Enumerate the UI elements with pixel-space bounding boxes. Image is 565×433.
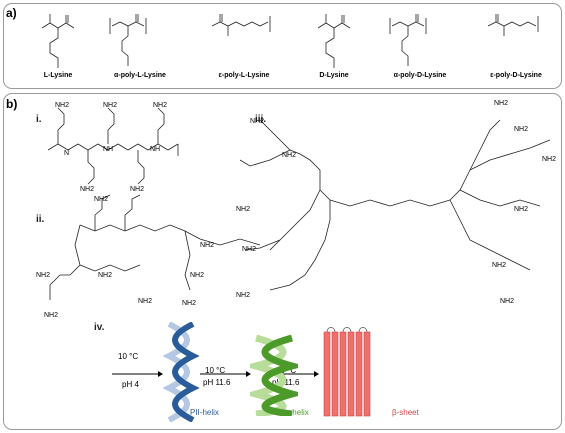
- atom-label-iii-nh2-3: NH2: [236, 206, 251, 213]
- atom-label-iii-nh2-11: NH2: [500, 298, 515, 305]
- beta-strand-4: [347, 331, 355, 417]
- alpha-poly-l-lysine-structure: [109, 14, 147, 66]
- step1-ph: pH 4: [122, 380, 139, 389]
- beta-strand-6: [363, 331, 371, 417]
- compound-name-epsilon-poly-l-lysine: ε-poly-L-Lysine: [218, 72, 270, 79]
- atom-label-nh2-2: NH2: [103, 102, 118, 109]
- step2-temperature: 10 °C: [205, 366, 226, 375]
- panel-a-label: a): [6, 6, 17, 20]
- arrowhead-step-3: [314, 371, 319, 377]
- atom-label-ii-nh2-8: NH2: [182, 300, 197, 307]
- d-lysine-structure: [317, 14, 351, 68]
- structure-iii: [239, 119, 551, 291]
- step1-temperature: 10 °C: [118, 352, 139, 361]
- arrowhead-step-1: [158, 371, 163, 377]
- alpha-poly-d-lysine-structure: [389, 14, 427, 66]
- beta-strand-1: [323, 331, 331, 417]
- atom-label-iii-nh2-6: NH2: [494, 100, 509, 107]
- atom-label-iii-nh2-9: NH2: [542, 156, 557, 163]
- panel-b-label: b): [6, 97, 18, 111]
- atom-label-nh-2: NH: [150, 146, 161, 153]
- beta-strand-2: [331, 331, 339, 417]
- compound-name-alpha-poly-l-lysine: α-poly-L-Lysine: [114, 72, 166, 79]
- atom-label-n-1: N: [64, 150, 70, 157]
- atom-label-nh2-1: NH2: [55, 102, 70, 109]
- beta-turns: [326, 327, 368, 333]
- ppii-helix-back: [163, 322, 190, 422]
- atom-label-ii-nh2-7: NH2: [190, 272, 205, 279]
- atom-label-nh2-4: NH2: [80, 186, 95, 193]
- sub-label-iii: iii.: [255, 114, 267, 125]
- alpha-helix-front: [261, 334, 298, 416]
- step2-ph: pH 11.6: [203, 378, 231, 387]
- ppii-helix-label: PII-helix: [190, 408, 219, 417]
- atom-label-ii-nh2-2: NH2: [36, 272, 51, 279]
- epsilon-poly-l-lysine-structure: [211, 14, 271, 36]
- compound-name-d-lysine: D-Lysine: [319, 72, 349, 79]
- l-lysine-structure: [41, 14, 75, 68]
- compound-name-l-lysine: L-Lysine: [43, 72, 73, 79]
- atom-label-iii-nh2-8: NH2: [514, 206, 529, 213]
- epsilon-poly-d-lysine-structure: [487, 14, 539, 36]
- sub-label-ii: ii.: [36, 214, 45, 225]
- atom-label-iii-nh2-10: NH2: [492, 262, 507, 269]
- ppii-helix-front: [172, 322, 200, 422]
- alpha-helix-back: [250, 334, 287, 416]
- panel-a-structures: [41, 14, 539, 68]
- atom-label-ii-nh2-3: NH2: [44, 312, 59, 319]
- ppii-helix-graphic: [163, 322, 200, 422]
- beta-sheet-graphic: [323, 327, 371, 417]
- beta-strand-3: [339, 331, 347, 417]
- arrowhead-step-2: [246, 371, 251, 377]
- alpha-helix-graphic: [250, 334, 298, 416]
- atom-label-ii-nh2-1: NH2: [94, 196, 109, 203]
- sub-label-iv: iv.: [94, 322, 105, 333]
- compound-name-epsilon-poly-d-lysine: ε-poly-D-Lysine: [490, 72, 542, 79]
- atom-label-nh-1: NH: [103, 146, 114, 153]
- atom-label-iii-nh2-7: NH2: [514, 126, 529, 133]
- compound-name-alpha-poly-d-lysine: α-poly-D-Lysine: [393, 72, 447, 79]
- atom-label-iii-nh2-2: NH2: [282, 152, 297, 159]
- atom-label-ii-nh2-4: NH2: [98, 272, 113, 279]
- atom-label-nh2-5: NH2: [130, 186, 145, 193]
- beta-strand-5: [355, 331, 363, 417]
- beta-sheet-label: β-sheet: [392, 408, 419, 417]
- structure-ii: [49, 194, 261, 300]
- panel-a: [3, 3, 562, 89]
- atom-label-iii-nh2-5: NH2: [236, 292, 251, 299]
- atom-label-ii-nh2-6: NH2: [200, 242, 215, 249]
- alpha-helix-label: α-helix: [285, 408, 309, 417]
- atom-label-iii-nh2-1: NH2: [250, 118, 265, 125]
- atom-label-nh2-3: NH2: [153, 102, 168, 109]
- structure-i: [47, 107, 179, 185]
- sub-label-i: i.: [36, 114, 42, 125]
- atom-label-iii-nh2-4: NH2: [242, 246, 257, 253]
- atom-label-ii-nh2-5: NH2: [138, 298, 153, 305]
